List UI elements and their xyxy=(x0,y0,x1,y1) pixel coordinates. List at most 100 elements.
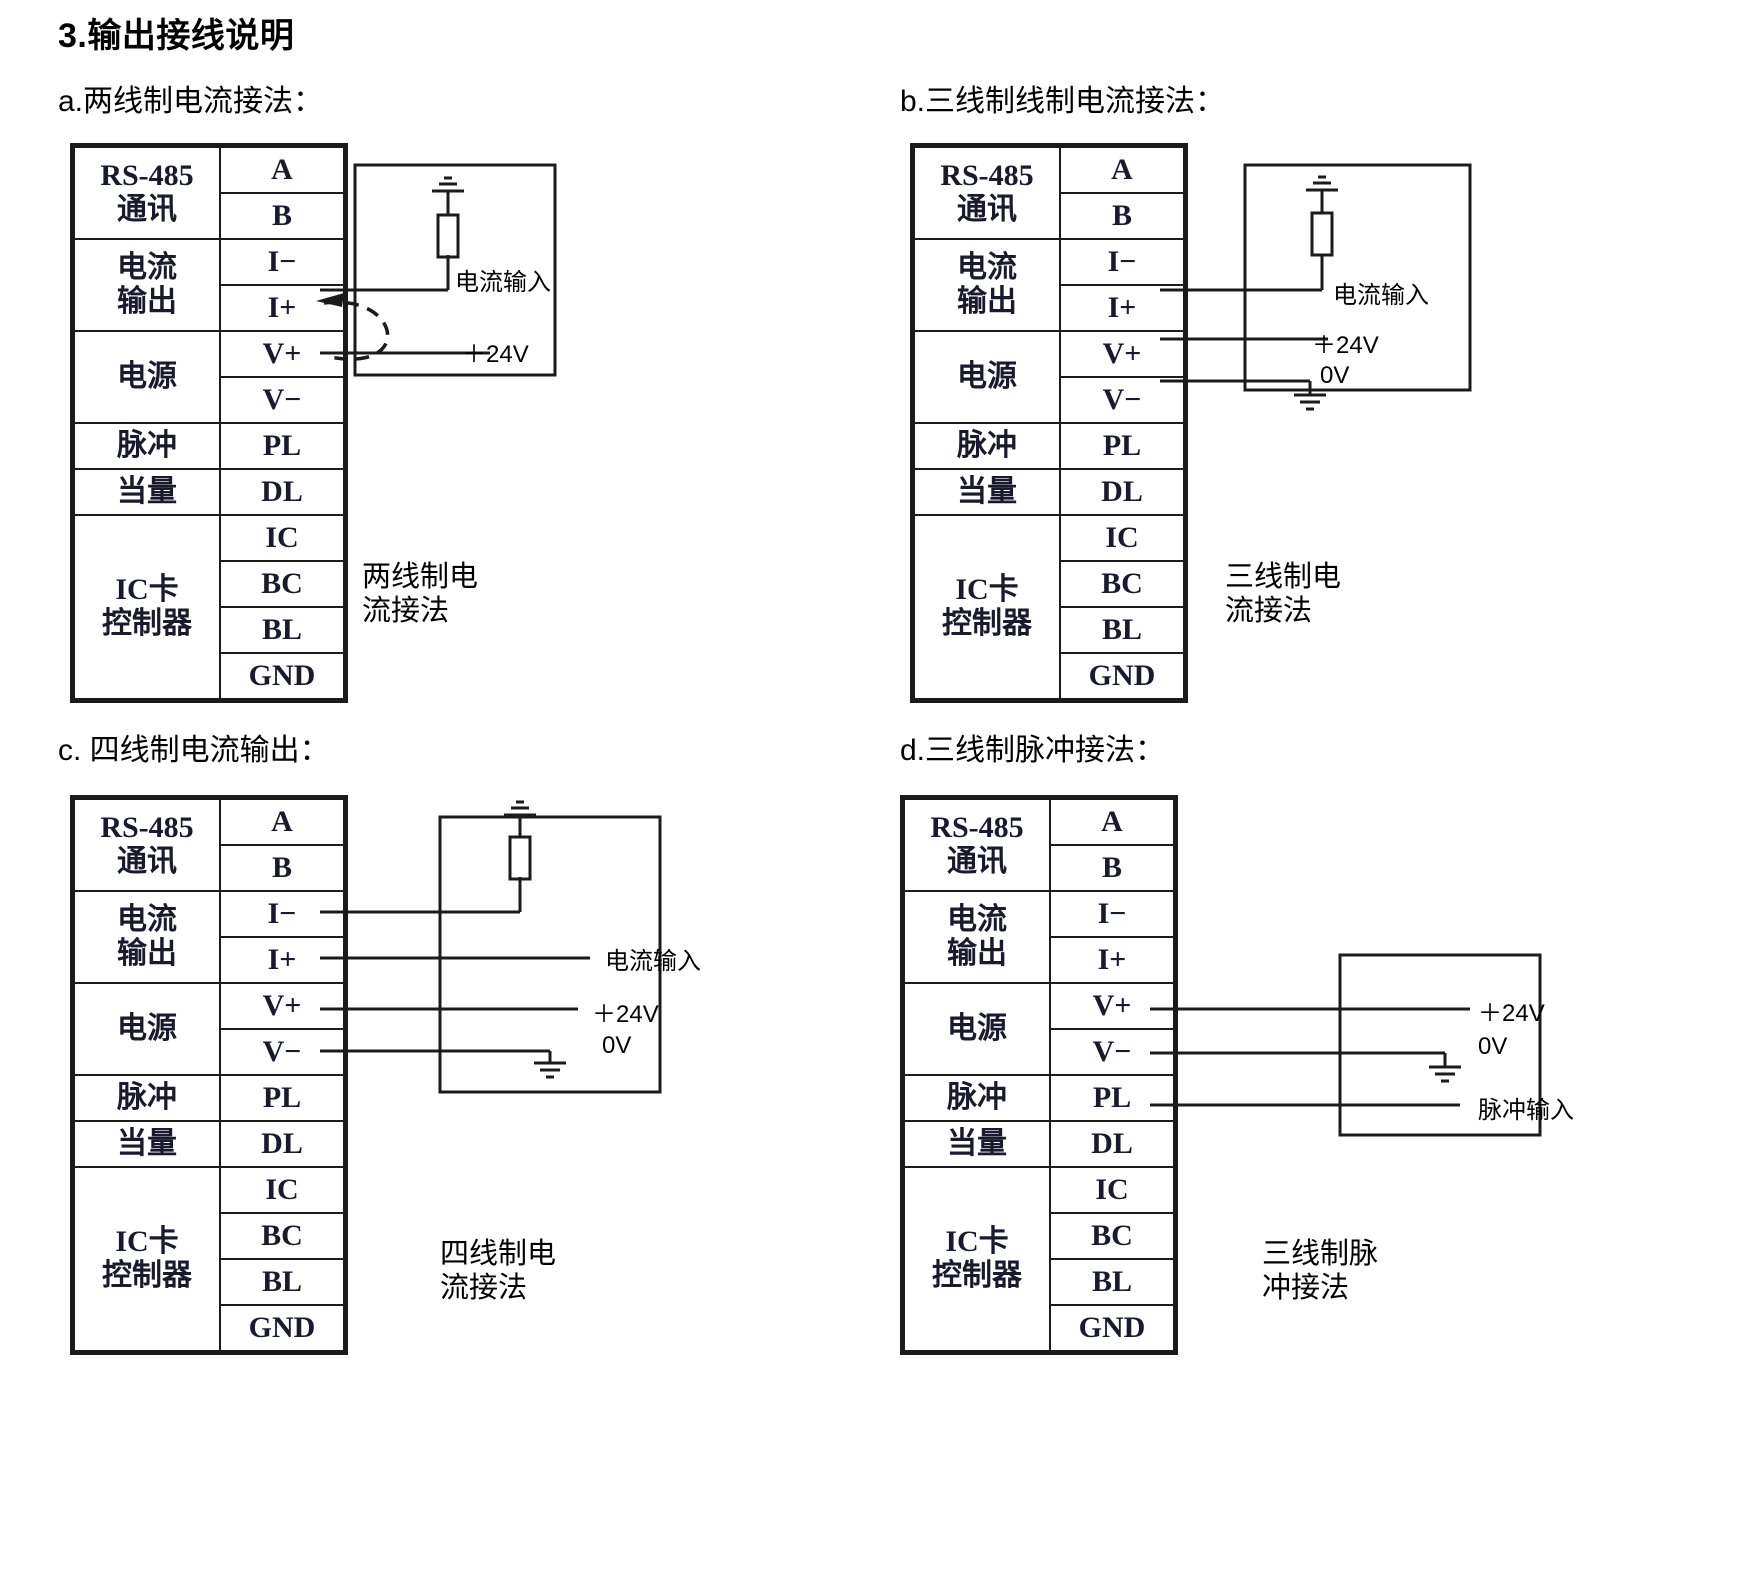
terminal-pin-a-PL: PL xyxy=(219,422,345,470)
terminal-pin-c-I: I+ xyxy=(219,936,345,984)
label-ground-0v-c: 0V xyxy=(602,1032,632,1059)
table-row: GND xyxy=(74,1304,345,1352)
loop-arrow-head-a xyxy=(316,293,344,307)
terminal-pin-a-V: V− xyxy=(219,376,345,424)
terminal-pin-b-I: I− xyxy=(1059,238,1185,286)
table-row: BL xyxy=(914,606,1185,654)
table-row: BL xyxy=(74,1258,345,1306)
table-row: B xyxy=(74,192,345,240)
wiring-diagram-d xyxy=(1150,953,1542,1137)
heading-diagram-b: b.三线制线制电流接法： xyxy=(900,85,1226,118)
label-ground-0v-b: 0V xyxy=(1320,362,1350,389)
terminal-group-label-d-4: 当量 xyxy=(903,1120,1051,1168)
resistor-b xyxy=(1310,211,1334,257)
terminal-group-label-b-5: IC卡控制器 xyxy=(913,514,1061,700)
caption-diagram-b: 三线制电 流接法 xyxy=(1225,561,1342,628)
terminal-pin-c-GND: GND xyxy=(219,1304,345,1352)
terminal-pin-c-PL: PL xyxy=(219,1074,345,1122)
table-row: B xyxy=(904,844,1175,892)
terminal-pin-a-I: I− xyxy=(219,238,345,286)
label-current-input-b: 电流输入 xyxy=(1333,282,1429,309)
wiring-diagram-c xyxy=(320,800,662,1094)
terminal-group-label-d-3: 脉冲 xyxy=(903,1074,1051,1122)
terminal-pin-a-BC: BC xyxy=(219,560,345,608)
terminal-pin-d-I: I− xyxy=(1049,890,1175,938)
terminal-group-label-c-2: 电源 xyxy=(73,982,221,1076)
terminal-pin-a-V: V+ xyxy=(219,330,345,378)
table-row: I+ xyxy=(74,936,345,984)
terminal-pin-a-IC: IC xyxy=(219,514,345,562)
terminal-pin-b-PL: PL xyxy=(1059,422,1185,470)
terminal-pin-c-I: I− xyxy=(219,890,345,938)
terminal-group-label-d-5: IC卡控制器 xyxy=(903,1166,1051,1352)
terminal-group-label-a-4: 当量 xyxy=(73,468,221,516)
terminal-group-label-a-5: IC卡控制器 xyxy=(73,514,221,700)
terminal-group-label-a-2: 电源 xyxy=(73,330,221,424)
table-row: I+ xyxy=(904,936,1175,984)
terminal-pin-a-GND: GND xyxy=(219,652,345,700)
terminal-pin-b-I: I+ xyxy=(1059,284,1185,332)
terminal-pin-b-DL: DL xyxy=(1059,468,1185,516)
terminal-pin-d-A: A xyxy=(1049,798,1175,846)
terminal-pin-b-IC: IC xyxy=(1059,514,1185,562)
wiring-diagram-b xyxy=(1160,163,1472,411)
terminal-pin-b-BC: BC xyxy=(1059,560,1185,608)
label-current-input-a: 电流输入 xyxy=(455,269,551,296)
terminal-group-label-a-3: 脉冲 xyxy=(73,422,221,470)
device-box-c xyxy=(438,815,662,1094)
heading-diagram-d: d.三线制脉冲接法： xyxy=(900,734,1166,767)
loop-arrow-a xyxy=(323,300,390,361)
terminal-group-label-c-5: IC卡控制器 xyxy=(73,1166,221,1352)
table-row: BL xyxy=(904,1258,1175,1306)
terminal-pin-d-PL: PL xyxy=(1049,1074,1175,1122)
terminal-group-label-c-1: 电流输出 xyxy=(73,890,221,984)
heading-diagram-a: a.两线制电流接法： xyxy=(58,85,324,118)
terminal-pin-d-DL: DL xyxy=(1049,1120,1175,1168)
terminal-pin-b-A: A xyxy=(1059,146,1185,194)
table-row: GND xyxy=(904,1304,1175,1352)
terminal-pin-a-B: B xyxy=(219,192,345,240)
terminal-group-label-d-2: 电源 xyxy=(903,982,1051,1076)
terminal-group-label-b-3: 脉冲 xyxy=(913,422,1061,470)
table-row: BC xyxy=(914,560,1185,608)
terminal-pin-c-BL: BL xyxy=(219,1258,345,1306)
terminal-group-label-c-3: 脉冲 xyxy=(73,1074,221,1122)
terminal-pin-d-BL: BL xyxy=(1049,1258,1175,1306)
device-box-d xyxy=(1338,953,1542,1137)
terminal-pin-c-DL: DL xyxy=(219,1120,345,1168)
terminal-pin-c-BC: BC xyxy=(219,1212,345,1260)
table-row: GND xyxy=(914,652,1185,700)
terminal-group-label-b-4: 当量 xyxy=(913,468,1061,516)
wiring-diagram-a xyxy=(316,163,557,377)
terminal-pin-c-B: B xyxy=(219,844,345,892)
page-title: 3.输出接线说明 xyxy=(58,17,295,55)
terminal-group-label-b-1: 电流输出 xyxy=(913,238,1061,332)
terminal-pin-b-GND: GND xyxy=(1059,652,1185,700)
terminal-pin-a-BL: BL xyxy=(219,606,345,654)
terminal-pin-d-GND: GND xyxy=(1049,1304,1175,1352)
terminal-pin-c-IC: IC xyxy=(219,1166,345,1214)
terminal-group-label-c-4: 当量 xyxy=(73,1120,221,1168)
